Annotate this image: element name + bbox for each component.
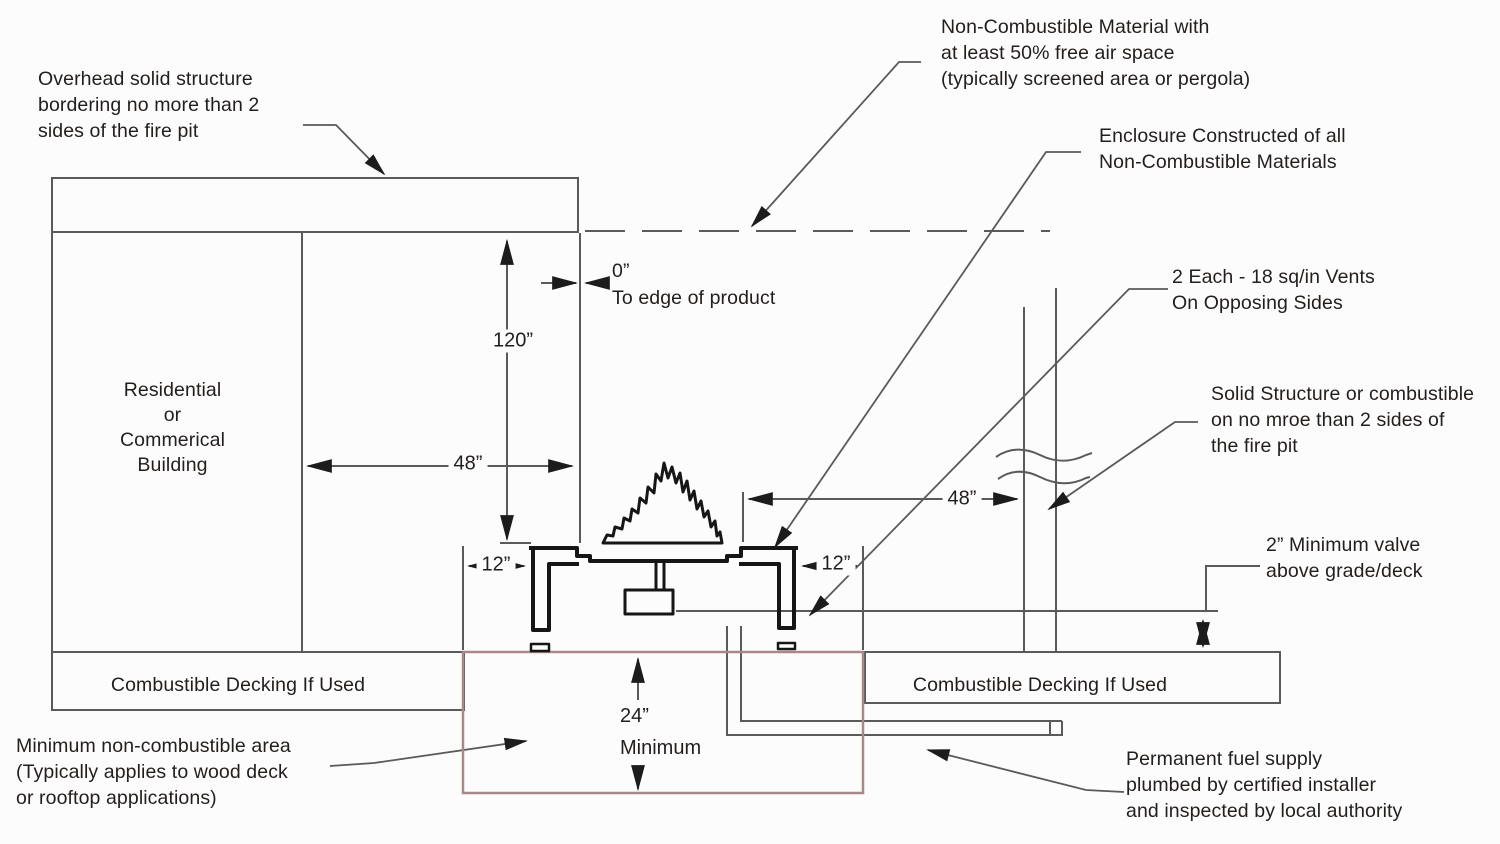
- fire-pit-left-foot: [529, 642, 551, 653]
- dim-48-left-value: 48”: [448, 452, 488, 476]
- valve-height-label: 2” Minimum valve above grade/deck: [1266, 534, 1423, 582]
- non-combustible-area-outline: [461, 650, 865, 795]
- fire-pit-rim: [529, 546, 798, 563]
- min-noncombustible-area-label: Minimum non-combustible area (Typically …: [16, 735, 291, 809]
- dim-12-left-value: 12”: [476, 553, 516, 577]
- vents-label-leader: [808, 288, 1168, 617]
- fire-pit-right-foot: [776, 641, 797, 651]
- vents-label: 2 Each - 18 sq/in Vents On Opposing Side…: [1172, 266, 1375, 314]
- flame-icon: [601, 461, 724, 545]
- decking-right-label: Combustible Decking If Used: [912, 674, 1168, 696]
- decking-left-label: Combustible Decking If Used: [110, 674, 366, 696]
- valve-height-leader: [1205, 565, 1260, 610]
- building-label: Residential or Commerical Building: [119, 379, 225, 476]
- non-combustible-label-leader: [750, 61, 921, 228]
- overhead-beam-outline: [51, 177, 579, 233]
- valve-stem: [654, 559, 666, 592]
- enclosure-label: Enclosure Constructed of all Non-Combust…: [1099, 125, 1346, 173]
- solid-structure-label: Solid Structure or combustible on no mro…: [1211, 383, 1475, 457]
- fire-pit-right-leg: [739, 546, 796, 630]
- solid-structure-label-leader: [1047, 421, 1198, 511]
- overhead-label-leader: [303, 124, 386, 176]
- wall-break-squiggle-2: [997, 470, 1091, 485]
- dim-24-value: 24” Minimum: [620, 705, 702, 759]
- fuel-supply-label: Permanent fuel supply plumbed by certifi…: [1126, 748, 1403, 822]
- dim-120-value: 120”: [487, 329, 539, 353]
- fuel-supply-label-leader: [926, 749, 1125, 793]
- dim-12-right-value: 12”: [816, 552, 856, 576]
- wall-break-squiggle-1: [995, 448, 1093, 462]
- overhead-structure-label: Overhead solid structure bordering no mo…: [38, 68, 260, 142]
- zero-clearance-label: 0” To edge of product: [612, 260, 776, 309]
- fuel-supply-pipe: [726, 626, 1063, 736]
- enclosure-label-leader: [773, 151, 1081, 549]
- decking-right-outline: [864, 651, 1281, 704]
- fire-pit-left-leg: [531, 546, 579, 632]
- min-area-label-leader: [329, 737, 528, 767]
- dim-48-right-value: 48”: [942, 487, 982, 511]
- valve-box: [623, 588, 675, 616]
- non-combustible-cover-label: Non-Combustible Material with at least 5…: [941, 16, 1251, 90]
